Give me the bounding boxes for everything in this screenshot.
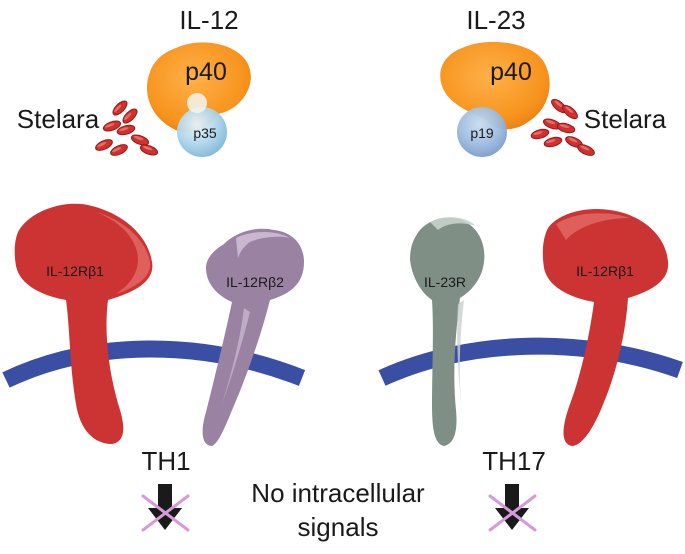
membrane-right	[378, 337, 683, 386]
il23-cytokine: p40 p19	[440, 41, 550, 157]
caption-line-1: No intracellular	[251, 478, 425, 508]
il23-p40-subunit	[440, 41, 550, 130]
il12-p40-label: p40	[185, 58, 227, 86]
receptor-il12rb1-left: IL-12Rβ1	[14, 203, 153, 444]
receptor-il12rb1-left-label: IL-12Rβ1	[46, 263, 104, 279]
receptor-il23r-label: IL-23R	[424, 274, 466, 290]
il12-p35-subunit	[177, 107, 227, 157]
membrane-left	[2, 340, 306, 388]
cell-th17-label: TH17	[482, 446, 546, 476]
blocked-arrow-th17	[488, 484, 537, 532]
il23-p19-label: p19	[470, 125, 494, 141]
il23-title: IL-23	[466, 5, 525, 35]
il12-cytokine: p40 p35	[146, 42, 251, 157]
stelara-left-antibody	[93, 98, 160, 159]
il12-p35-label: p35	[193, 125, 217, 141]
receptor-il23r: IL-23R	[410, 217, 485, 446]
stelara-left-label: Stelara	[17, 104, 100, 134]
receptor-il12rb2: IL-12Rβ2	[202, 228, 304, 446]
receptor-il12rb2-label: IL-12Rβ2	[226, 274, 284, 290]
caption-line-2: signals	[298, 512, 379, 542]
blocked-arrow-th1	[141, 484, 190, 532]
il23-p40-label: p40	[490, 58, 532, 86]
receptor-il12rb1-right-label: IL-12Rβ1	[576, 263, 634, 279]
stelara-right-label: Stelara	[584, 104, 667, 134]
receptor-il12rb1-right: IL-12Rβ1	[542, 208, 669, 446]
il12-p40-subunit	[146, 42, 251, 133]
cross-icon	[141, 494, 190, 532]
cross-icon	[488, 494, 537, 532]
cell-th1-label: TH1	[141, 446, 190, 476]
il12-title: IL-12	[179, 5, 238, 35]
il23-p19-subunit	[457, 107, 507, 157]
